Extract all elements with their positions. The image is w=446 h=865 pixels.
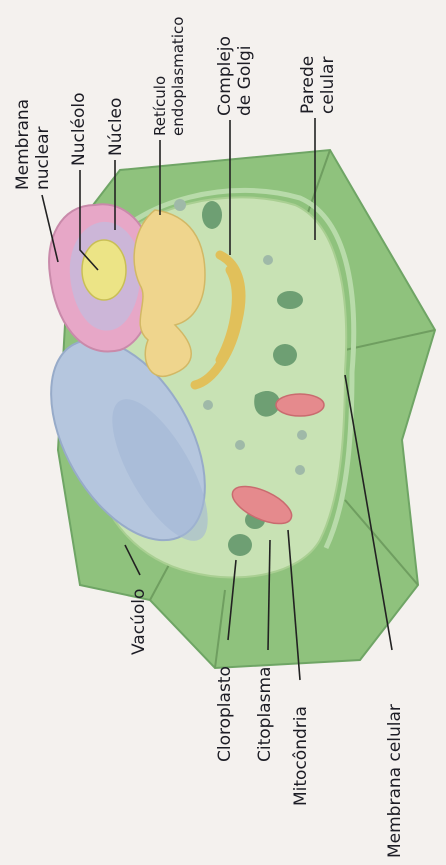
svg-text:de Golgi: de Golgi: [235, 46, 255, 116]
vesicle: [203, 400, 213, 410]
label-mitocondria: Mitocôndria: [291, 706, 311, 806]
svg-text:nuclear: nuclear: [33, 127, 53, 190]
label-membrana-nuclear: Membrana nuclear: [13, 99, 53, 190]
chloroplast: [228, 534, 252, 556]
svg-text:Parede: Parede: [298, 56, 318, 114]
svg-text:Complejo: Complejo: [215, 36, 235, 116]
chloroplast: [273, 344, 297, 366]
label-citoplasma: Citoplasma: [255, 667, 275, 762]
svg-text:Membrana: Membrana: [13, 99, 33, 190]
svg-text:endoplasmatico: endoplasmatico: [169, 17, 187, 136]
nucleolus: [82, 240, 126, 300]
vesicle: [235, 440, 245, 450]
label-cloroplasto: Cloroplasto: [215, 666, 235, 762]
mitochondrion: [276, 394, 324, 416]
vesicle: [297, 430, 307, 440]
vesicle: [263, 255, 273, 265]
label-nucleolo: Nucléolo: [69, 92, 89, 166]
svg-text:celular: celular: [318, 57, 338, 114]
chloroplast: [202, 201, 222, 229]
label-nucleo: Núcleo: [106, 98, 126, 156]
label-vacuolo: Vacúolo: [129, 589, 149, 655]
label-pared: Parede celular: [298, 56, 338, 114]
label-golgi: Complejo de Golgi: [215, 36, 255, 116]
label-reticulo: Retículo endoplasmatico: [151, 17, 187, 136]
vesicle: [174, 199, 186, 211]
label-membrana-celular: Membrana celular: [385, 704, 405, 858]
vesicle: [295, 465, 305, 475]
svg-text:Retículo: Retículo: [151, 76, 169, 136]
chloroplast: [277, 291, 303, 309]
